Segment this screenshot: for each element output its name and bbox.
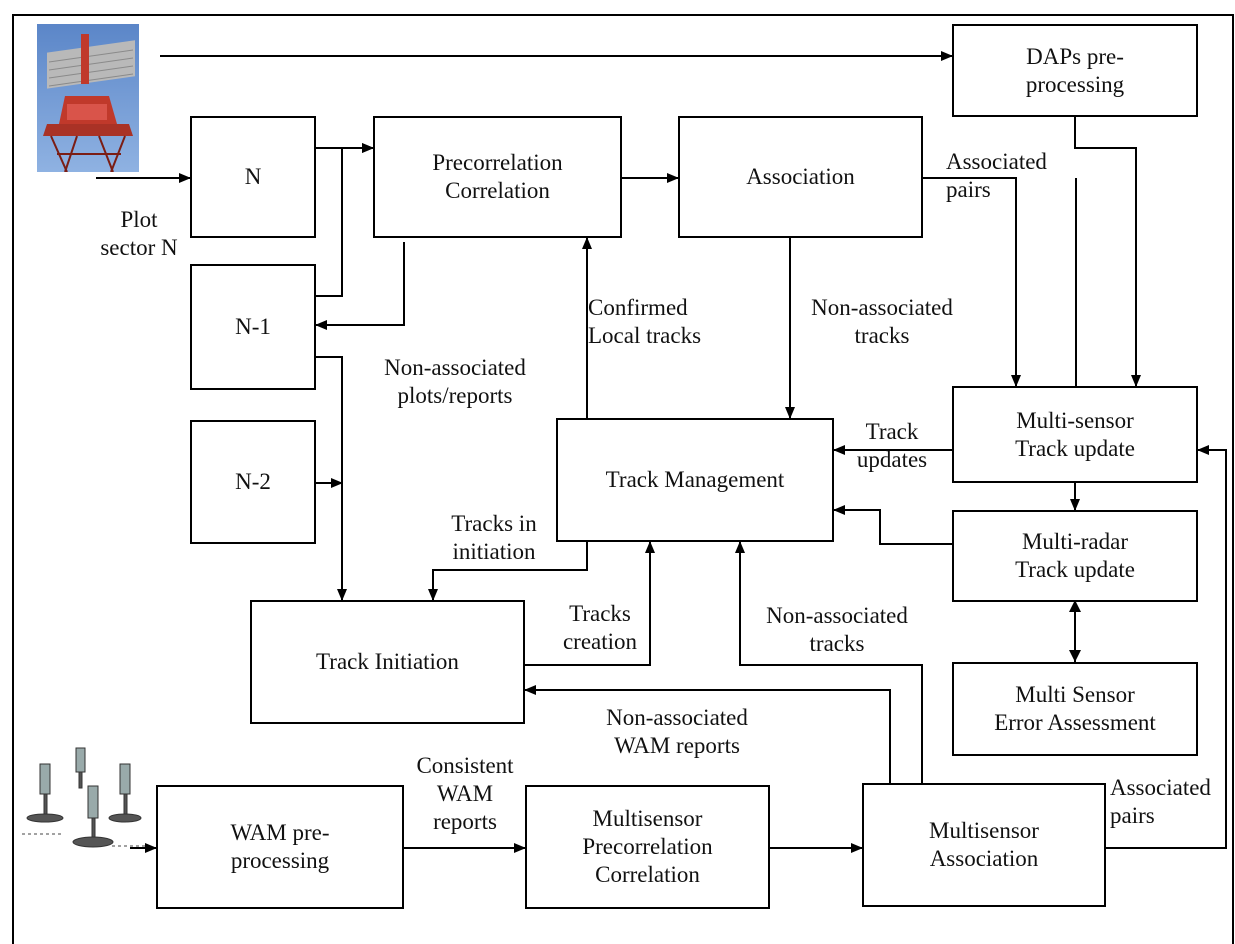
multisensor-association-box: Multisensor Association	[862, 783, 1106, 907]
multi-sensor-error-assessment-box: Multi Sensor Error Assessment	[952, 662, 1198, 756]
tracks-in-initiation-label: Tracks in initiation	[451, 511, 537, 564]
multisensor-precorrelation-correlation-box: Multisensor Precorrelation Correlation	[525, 785, 770, 909]
track-initiation-box: Track Initiation	[250, 600, 525, 724]
wam-antennas-photo	[22, 747, 150, 848]
non-associated-wam-reports-label: Non-associated WAM reports	[606, 705, 748, 758]
n-sector-box: N	[190, 116, 316, 238]
tracks-creation-label: Tracks creation	[562, 601, 638, 654]
daps-preprocessing-box: DAPs pre- processing	[952, 24, 1198, 117]
wam-preprocessing-box: WAM pre- processing	[156, 785, 404, 909]
non-associated-plots-label: Non-associated plots/reports	[384, 355, 526, 408]
confirmed-local-tracks-label: Confirmed Local tracks	[588, 295, 702, 348]
consistent-wam-reports-label: Consistent WAM reports	[416, 753, 514, 834]
non-associated-tracks-top-label: Non-associated tracks	[811, 295, 953, 348]
association-box: Association	[678, 116, 923, 238]
track-updates-label: Track updates	[856, 419, 928, 472]
n-minus-2-box: N-2	[190, 420, 316, 544]
associated-pairs-top-label: Associated pairs	[946, 149, 1047, 202]
track-management-box: Track Management	[556, 418, 834, 542]
n-minus-1-box: N-1	[190, 264, 316, 390]
multi-sensor-track-update-box: Multi-sensor Track update	[952, 386, 1198, 483]
diagram-frame	[12, 14, 1234, 944]
plot-sector-label: Plot sector N	[100, 207, 178, 260]
associated-pairs-bottom-label: Associated pairs	[1110, 775, 1211, 828]
multi-radar-track-update-box: Multi-radar Track update	[952, 510, 1198, 602]
radar-antenna-photo	[37, 24, 139, 172]
non-associated-tracks-mid-label: Non-associated tracks	[766, 603, 908, 656]
precorrelation-correlation-box: Precorrelation Correlation	[373, 116, 622, 238]
